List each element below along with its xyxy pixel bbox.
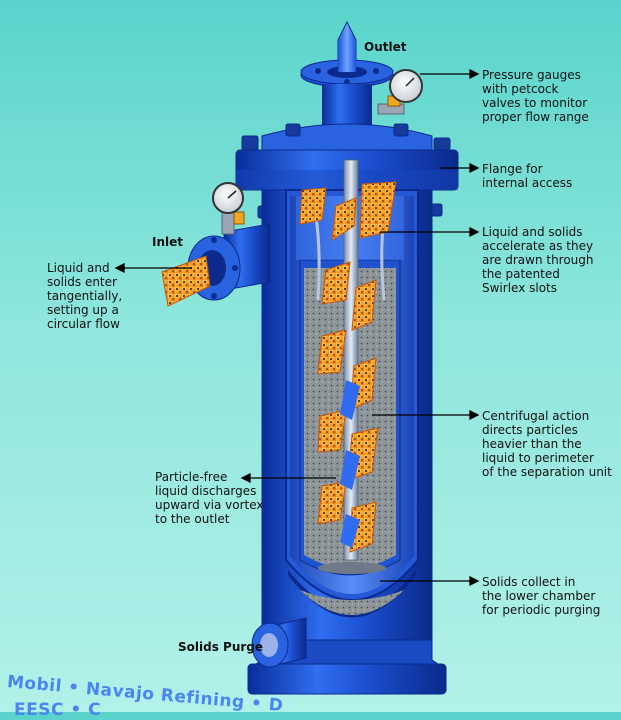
footer-client-list-line2: EESC • C: [14, 700, 102, 720]
pressure-gauge-side: [212, 182, 245, 235]
solids-purge-label: Solids Purge: [178, 640, 264, 654]
callout-accelerate: Liquid and solids accelerate as they are…: [482, 225, 594, 295]
inlet-nozzle: [161, 223, 271, 307]
callout-centrifugal: Centrifugal action directs particles hea…: [482, 409, 612, 479]
callout-solids-collect: Solids collect in the lower chamber for …: [482, 575, 601, 617]
outlet-nozzle: [300, 20, 394, 136]
callout-lines: [114, 68, 480, 587]
swirl-flow: [299, 181, 397, 553]
outlet-label: Outlet: [364, 40, 407, 54]
callout-particle-free: Particle-free liquid discharges upward v…: [155, 470, 264, 526]
callout-flange: Flange for internal access: [482, 162, 573, 190]
inlet-label: Inlet: [152, 235, 183, 249]
pressure-gauge-top: [377, 69, 423, 115]
callout-enter: Liquid and solids enter tangentially, se…: [47, 261, 123, 331]
callout-pressure-gauges: Pressure gauges with petcock valves to m…: [482, 68, 589, 124]
solids-purge-nozzle: [251, 617, 307, 668]
